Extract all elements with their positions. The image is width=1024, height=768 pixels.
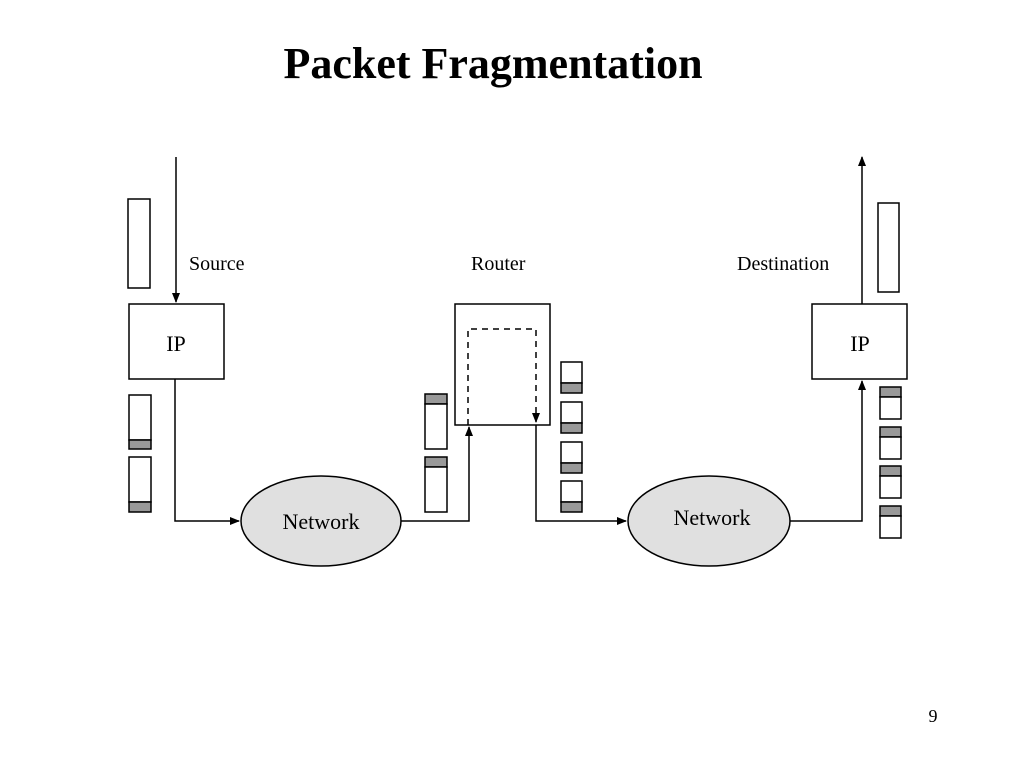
arrow-source-to-network [174, 379, 240, 525]
packet-header [424, 456, 448, 468]
router-label: Router [471, 253, 526, 275]
fragment-data [560, 361, 583, 384]
frame-data [128, 394, 152, 441]
frame-header [128, 501, 152, 513]
destination-in-fragment [879, 386, 902, 420]
reassembled-packet [877, 202, 900, 293]
source-ip-label: IP [166, 331, 186, 356]
fragment-data [879, 396, 902, 420]
fragment-header [560, 501, 583, 513]
fragment-data [879, 436, 902, 460]
fragment-header [560, 462, 583, 474]
original-packet [127, 198, 151, 289]
destination-in-fragment [879, 505, 902, 539]
destination-in-fragment [879, 465, 902, 499]
source-ip-box [128, 303, 225, 380]
network-right-label: Network [674, 505, 751, 530]
router-internal-arrowhead [532, 413, 540, 423]
router-in-packet [424, 456, 448, 513]
page-number: 9 [928, 706, 938, 726]
destination-ip-box [811, 303, 908, 380]
router-box [454, 303, 551, 426]
router-out-fragment [560, 361, 583, 394]
fragment-header [879, 465, 902, 477]
router-out-fragment [560, 401, 583, 434]
source-label: Source [189, 253, 245, 275]
arrow-router-to-network [535, 425, 627, 525]
source-frame [128, 394, 152, 450]
source-frame [128, 456, 152, 513]
fragment-data [879, 515, 902, 539]
fragment-data [879, 475, 902, 499]
frame-header [128, 439, 152, 450]
fragment-header [879, 386, 902, 398]
destination-ip-label: IP [850, 331, 870, 356]
fragment-header [560, 422, 583, 434]
router-out-fragment [560, 480, 583, 513]
router-out-fragment [560, 441, 583, 474]
arrow-network-to-destination [790, 380, 866, 522]
fragment-header [879, 505, 902, 517]
packet-data [424, 466, 448, 513]
destination-label: Destination [737, 253, 829, 275]
fragment-data [560, 401, 583, 424]
network-left-label: Network [283, 509, 360, 534]
fragment-data [560, 441, 583, 464]
fragment-header [560, 382, 583, 394]
router-internal-path [467, 328, 537, 425]
router-in-packet [424, 393, 448, 450]
arrow-network-to-router [401, 426, 473, 522]
fragment-data [560, 480, 583, 503]
slide-title: Packet Fragmentation [283, 39, 703, 88]
packet-header [424, 393, 448, 405]
packet-data [424, 403, 448, 450]
fragment-header [879, 426, 902, 438]
destination-in-fragment [879, 426, 902, 460]
frame-data [128, 456, 152, 503]
